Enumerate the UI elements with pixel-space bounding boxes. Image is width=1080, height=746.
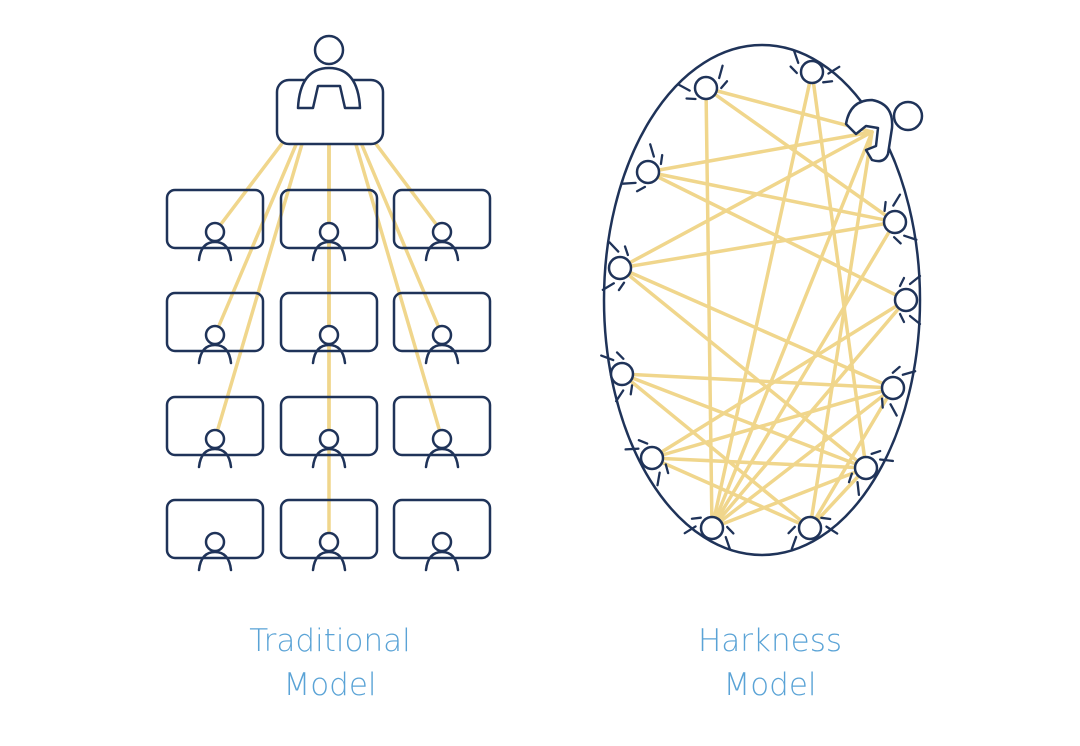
harkness-line-2 [704, 86, 897, 224]
student-at-desk-icon [165, 498, 265, 572]
teacher-at-desk-icon [275, 34, 385, 146]
harkness-line-4 [710, 70, 814, 530]
student-seated-icon [683, 515, 735, 551]
student-seated-icon [600, 351, 635, 403]
harkness-line-3 [810, 70, 868, 470]
student-seated-icon [880, 365, 917, 417]
traditional-line-4 [213, 98, 317, 441]
harkness-line-15 [650, 456, 868, 470]
traditional-caption-line1: Traditional [249, 623, 411, 659]
harkness-line-7 [646, 170, 908, 302]
harkness-line-6 [646, 130, 874, 174]
student-at-desk-icon [279, 188, 379, 262]
student-seated-icon [621, 143, 664, 193]
harkness-interaction-lines [618, 70, 908, 530]
harkness-caption-line2: Model [723, 667, 817, 703]
harkness-line-1 [704, 86, 874, 134]
harkness-line-14 [650, 386, 895, 460]
harkness-line-10 [618, 266, 895, 390]
harkness-line-26 [710, 130, 874, 530]
student-seated-icon [847, 449, 895, 497]
teacher-seated-icon [844, 98, 924, 163]
traditional-interaction-lines [213, 98, 444, 544]
student-at-desk-icon [392, 188, 492, 262]
harkness-caption-line1: Harkness [697, 623, 843, 659]
oval-table [602, 43, 922, 557]
student-at-desk-icon [165, 291, 265, 365]
student-seated-icon [789, 49, 841, 85]
student-seated-icon [787, 515, 839, 551]
harkness-model-caption: Harkness Model [610, 619, 930, 707]
harkness-line-24 [710, 298, 908, 530]
harkness-line-8 [618, 130, 874, 270]
student-seated-icon [624, 439, 670, 487]
traditional-line-6 [341, 98, 444, 441]
student-at-desk-icon [279, 395, 379, 469]
student-at-desk-icon [165, 395, 265, 469]
student-at-desk-icon [392, 291, 492, 365]
harkness-line-23 [618, 266, 868, 470]
harkness-line-9 [618, 220, 897, 270]
harkness-line-5 [646, 170, 897, 224]
harkness-model [600, 43, 924, 557]
student-at-desk-icon [392, 395, 492, 469]
student-seated-icon [893, 274, 922, 326]
traditional-model [165, 34, 492, 572]
harkness-line-16 [650, 298, 908, 460]
harkness-line-22 [808, 130, 874, 530]
student-at-desk-icon [165, 188, 265, 262]
student-at-desk-icon [279, 498, 379, 572]
harkness-line-19 [710, 220, 897, 530]
harkness-line-12 [620, 372, 868, 470]
harkness-line-21 [808, 466, 868, 530]
harkness-line-25 [650, 456, 812, 530]
traditional-model-caption: Traditional Model [170, 619, 490, 707]
harkness-line-17 [710, 386, 895, 530]
traditional-caption-line2: Model [283, 667, 377, 703]
student-at-desk-icon [279, 291, 379, 365]
student-seated-icon [677, 64, 729, 101]
student-seated-icon [601, 241, 633, 292]
student-seated-icon [882, 193, 918, 245]
student-at-desk-icon [392, 498, 492, 572]
